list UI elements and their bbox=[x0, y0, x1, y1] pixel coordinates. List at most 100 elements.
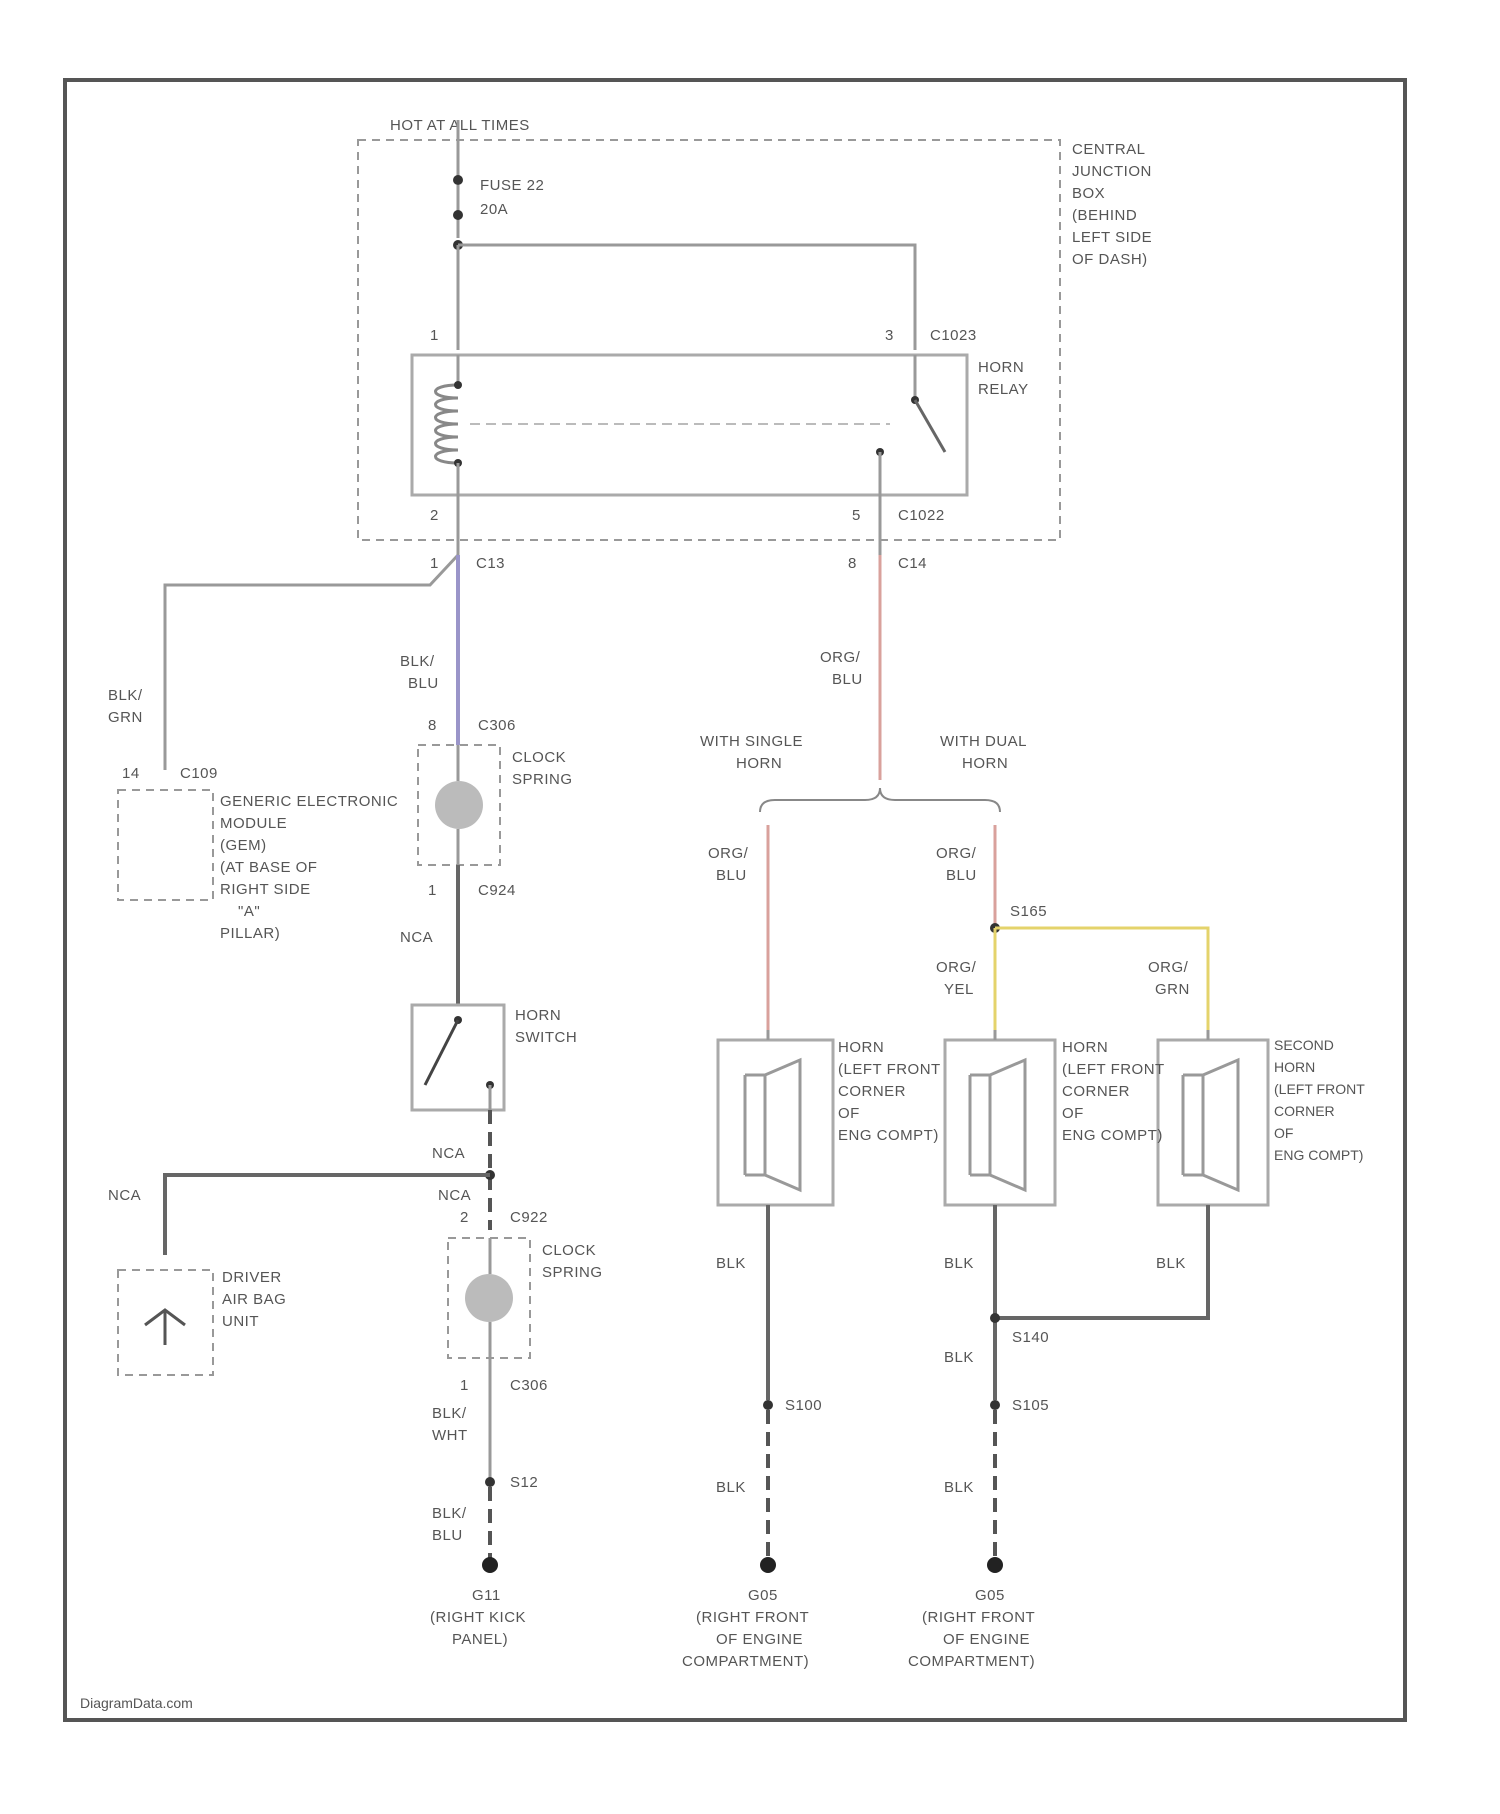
svg-text:CORNER: CORNER bbox=[838, 1083, 906, 1100]
svg-text:BLU: BLU bbox=[408, 675, 439, 692]
wire-org-blu-dual: ORG/ bbox=[936, 845, 977, 862]
conn-c109: C109 bbox=[180, 765, 218, 782]
watermark: DiagramData.com bbox=[80, 1695, 193, 1711]
svg-text:1: 1 bbox=[428, 882, 437, 899]
svg-text:HORN: HORN bbox=[962, 755, 1008, 772]
ground-g11-label: G11 (RIGHT KICK PANEL) bbox=[430, 1587, 526, 1648]
svg-text:RELAY: RELAY bbox=[978, 381, 1029, 398]
svg-text:HORN: HORN bbox=[1062, 1039, 1108, 1056]
fuse-name: FUSE 22 bbox=[480, 177, 544, 194]
svg-text:ENG COMPT): ENG COMPT) bbox=[1274, 1147, 1363, 1163]
svg-text:8: 8 bbox=[428, 717, 437, 734]
svg-text:UNIT: UNIT bbox=[222, 1313, 259, 1330]
svg-text:"A": "A" bbox=[238, 903, 260, 920]
airbag-label: DRIVER AIR BAG UNIT bbox=[222, 1269, 286, 1330]
splice-s105: S105 bbox=[1012, 1397, 1049, 1414]
svg-text:OF: OF bbox=[1274, 1125, 1293, 1141]
conn-c306-bottom: C306 bbox=[510, 1377, 548, 1394]
wire-org-grn: ORG/ bbox=[1148, 959, 1189, 976]
svg-text:LEFT SIDE: LEFT SIDE bbox=[1072, 229, 1152, 246]
svg-text:BLU: BLU bbox=[716, 867, 747, 884]
svg-text:GENERIC ELECTRONIC: GENERIC ELECTRONIC bbox=[220, 793, 398, 810]
svg-text:G05: G05 bbox=[975, 1587, 1005, 1604]
wire-blk-blu-upper: BLK/ bbox=[400, 653, 435, 670]
svg-text:GRN: GRN bbox=[108, 709, 143, 726]
svg-text:CORNER: CORNER bbox=[1062, 1083, 1130, 1100]
svg-text:HORN: HORN bbox=[736, 755, 782, 772]
svg-text:3: 3 bbox=[885, 327, 894, 344]
clock-spring-upper-label: CLOCK bbox=[512, 749, 566, 766]
label-with-single-horn: WITH SINGLE bbox=[700, 733, 803, 750]
horn-dual-first bbox=[945, 1040, 1055, 1205]
svg-text:SECOND: SECOND bbox=[1274, 1037, 1334, 1053]
clock-spring-lower-label: CLOCK bbox=[542, 1242, 596, 1259]
svg-text:BLU: BLU bbox=[946, 867, 977, 884]
diagram-frame bbox=[65, 80, 1405, 1720]
svg-text:ENG COMPT): ENG COMPT) bbox=[838, 1127, 939, 1144]
svg-text:HORN: HORN bbox=[838, 1039, 884, 1056]
svg-text:CENTRAL: CENTRAL bbox=[1072, 141, 1146, 158]
generic-electronic-module bbox=[118, 790, 213, 900]
svg-text:OF ENGINE: OF ENGINE bbox=[943, 1631, 1030, 1648]
svg-text:BLU: BLU bbox=[432, 1527, 463, 1544]
wire-nca-1: NCA bbox=[400, 929, 433, 946]
horn-switch-label: HORN bbox=[515, 1007, 561, 1024]
horn3-label: SECOND HORN (LEFT FRONT CORNER OF ENG CO… bbox=[1274, 1037, 1365, 1163]
splice-s165: S165 bbox=[1010, 903, 1047, 920]
clock-spring-icon bbox=[435, 781, 483, 829]
svg-text:OF: OF bbox=[1062, 1105, 1084, 1122]
svg-text:JUNCTION: JUNCTION bbox=[1072, 163, 1152, 180]
gem-label: GENERIC ELECTRONIC MODULE (GEM) (AT BASE… bbox=[220, 793, 398, 942]
horn1-label: HORN (LEFT FRONT CORNER OF ENG COMPT) bbox=[838, 1039, 941, 1144]
svg-text:OF ENGINE: OF ENGINE bbox=[716, 1631, 803, 1648]
svg-text:SPRING: SPRING bbox=[512, 771, 573, 788]
svg-text:MODULE: MODULE bbox=[220, 815, 287, 832]
svg-text:PILLAR): PILLAR) bbox=[220, 925, 280, 942]
svg-text:COMPARTMENT): COMPARTMENT) bbox=[682, 1653, 809, 1670]
splice-s100: S100 bbox=[785, 1397, 822, 1414]
wire-nca-left: NCA bbox=[108, 1187, 141, 1204]
wire-blk-1: BLK bbox=[716, 1255, 746, 1272]
svg-text:WHT: WHT bbox=[432, 1427, 468, 1444]
ground-left-label: G05 (RIGHT FRONT OF ENGINE COMPARTMENT) bbox=[682, 1587, 809, 1670]
label-with-dual-horn: WITH DUAL bbox=[940, 733, 1027, 750]
svg-text:(AT BASE OF: (AT BASE OF bbox=[220, 859, 317, 876]
cjb-title: CENTRAL JUNCTION BOX (BEHIND LEFT SIDE O… bbox=[1072, 141, 1152, 268]
svg-text:BLU: BLU bbox=[832, 671, 863, 688]
conn-c14: C14 bbox=[898, 555, 927, 572]
relay-name: HORN bbox=[978, 359, 1024, 376]
wire-blk-3: BLK bbox=[1156, 1255, 1186, 1272]
ground-g11-icon bbox=[482, 1557, 498, 1573]
svg-text:(RIGHT FRONT: (RIGHT FRONT bbox=[696, 1609, 809, 1626]
wire-blk-5: BLK bbox=[716, 1479, 746, 1496]
svg-text:(LEFT FRONT: (LEFT FRONT bbox=[1062, 1061, 1165, 1078]
wire-nca-2: NCA bbox=[432, 1145, 465, 1162]
svg-text:(RIGHT KICK: (RIGHT KICK bbox=[430, 1609, 526, 1626]
svg-text:1: 1 bbox=[430, 555, 439, 572]
horn-dual-second bbox=[1158, 1040, 1268, 1205]
svg-text:PANEL): PANEL) bbox=[452, 1631, 508, 1648]
conn-c924: C924 bbox=[478, 882, 516, 899]
wire-org-yel: ORG/ bbox=[936, 959, 977, 976]
svg-text:G11: G11 bbox=[472, 1587, 501, 1604]
splice-s140: S140 bbox=[1012, 1329, 1049, 1346]
svg-text:5: 5 bbox=[852, 507, 861, 524]
wire-blk-2: BLK bbox=[944, 1255, 974, 1272]
wire-blk-4: BLK bbox=[944, 1349, 974, 1366]
svg-text:2: 2 bbox=[460, 1209, 469, 1226]
svg-text:G05: G05 bbox=[748, 1587, 778, 1604]
svg-text:GRN: GRN bbox=[1155, 981, 1190, 998]
svg-text:(RIGHT FRONT: (RIGHT FRONT bbox=[922, 1609, 1035, 1626]
wire-blk-grn: BLK/ bbox=[108, 687, 143, 704]
conn-c13: C13 bbox=[476, 555, 505, 572]
option-brace bbox=[760, 788, 1000, 812]
svg-text:14: 14 bbox=[122, 765, 140, 782]
ground-right-label: G05 (RIGHT FRONT OF ENGINE COMPARTMENT) bbox=[908, 1587, 1035, 1670]
svg-text:RIGHT SIDE: RIGHT SIDE bbox=[220, 881, 311, 898]
fuse-rating: 20A bbox=[480, 201, 508, 218]
svg-text:SWITCH: SWITCH bbox=[515, 1029, 577, 1046]
air-bag-icon bbox=[145, 1310, 185, 1345]
svg-text:BOX: BOX bbox=[1072, 185, 1105, 202]
label-hot-at-all-times: HOT AT ALL TIMES bbox=[390, 117, 530, 134]
